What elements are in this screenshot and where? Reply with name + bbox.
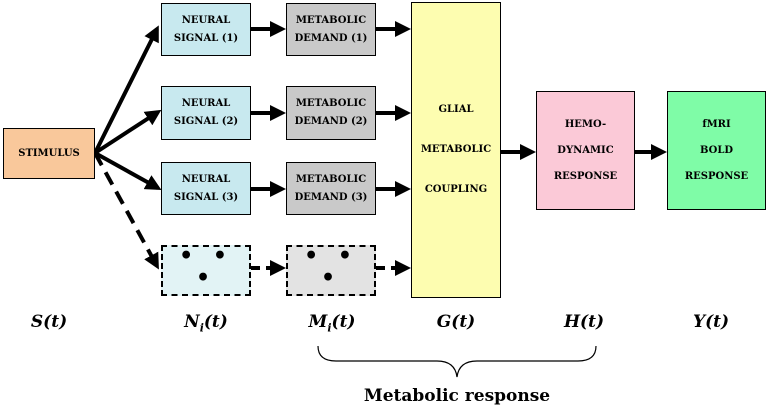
glial-metabolic-coupling-box: GLIAL METABOLIC COUPLING xyxy=(411,2,501,298)
metabolic-response-brace xyxy=(317,345,597,378)
neural-signal-1-box: NEURAL SIGNAL (1) xyxy=(161,3,251,56)
metabolic-demand-1-box: METABOLIC DEMAND (1) xyxy=(286,3,376,56)
variable-g: G(t) xyxy=(436,312,476,332)
arrow-stimulus-to-neural-3 xyxy=(94,151,162,190)
variable-m: Mi(t) xyxy=(308,312,356,335)
metabolic-demand-2-box: METABOLIC DEMAND (2) xyxy=(286,86,376,140)
fmri-bold-response-box: fMRI BOLD RESPONSE xyxy=(667,91,766,210)
neural-signal-2-box: NEURAL SIGNAL (2) xyxy=(161,86,251,140)
variable-y: Y(t) xyxy=(692,312,730,332)
stimulus-box: STIMULUS xyxy=(3,128,95,179)
variable-h: H(t) xyxy=(563,312,605,332)
arrow-stimulus-to-neural-1 xyxy=(93,25,159,154)
neural-signal-3-box: NEURAL SIGNAL (3) xyxy=(161,162,251,215)
metabolic-demand-3-box: METABOLIC DEMAND (3) xyxy=(286,162,376,215)
variable-s: S(t) xyxy=(30,312,68,332)
arrow-stimulus-to-neural-2 xyxy=(93,109,162,155)
neural-signal-n-box: • • • xyxy=(161,245,251,296)
metabolic-demand-n-box: • • • xyxy=(286,245,376,296)
metabolic-response-caption: Metabolic response xyxy=(363,386,551,406)
variable-n: Ni(t) xyxy=(184,312,228,335)
hemodynamic-response-box: HEMO- DYNAMIC RESPONSE xyxy=(536,91,635,210)
